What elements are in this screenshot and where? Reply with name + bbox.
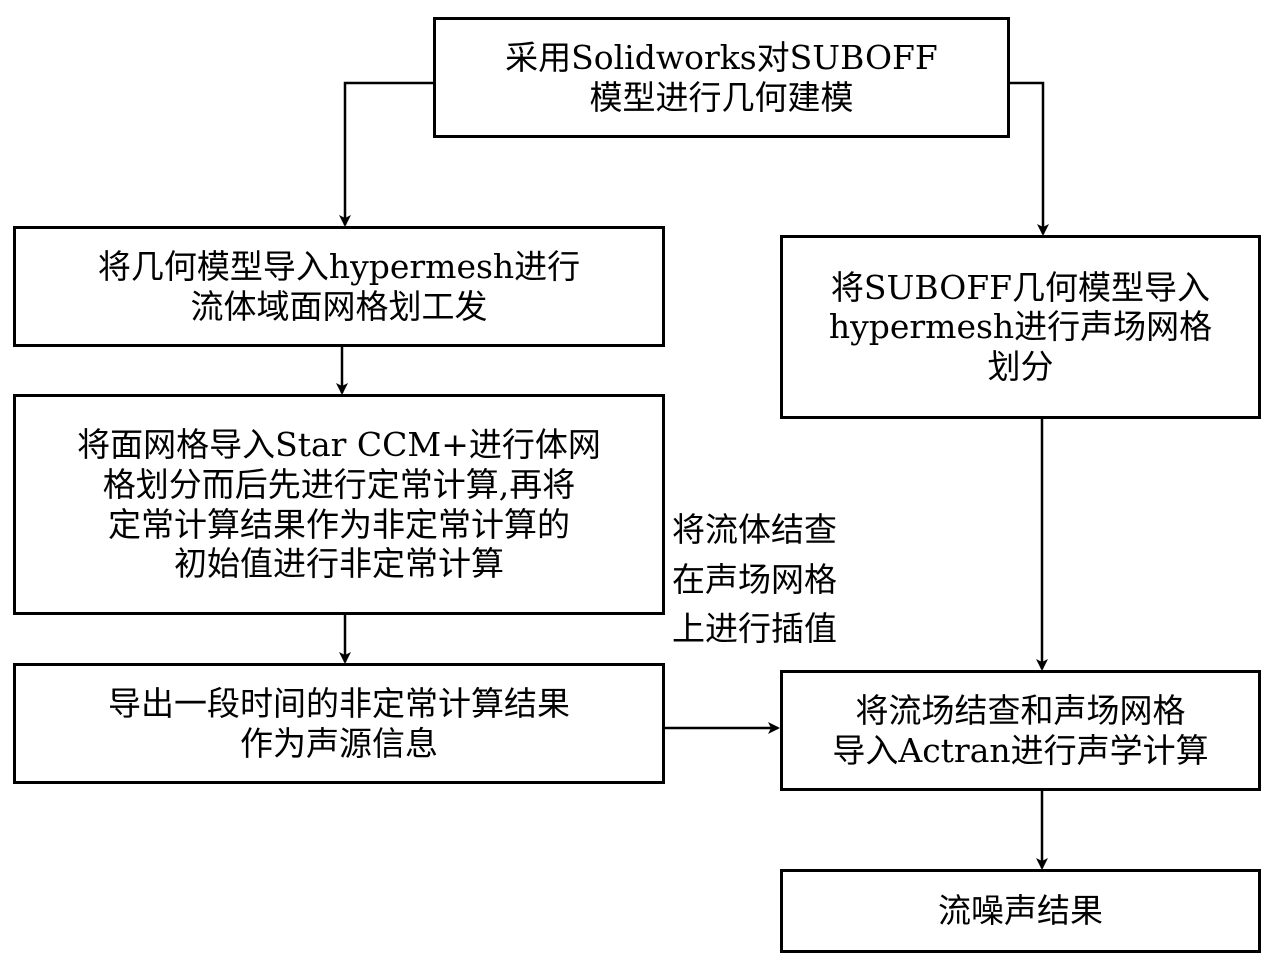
node-export-source: 导出一段时间的非定常计算结果 作为声源信息 xyxy=(13,663,665,784)
node-volume-mesh-calculation-text: 将面网格导入Star CCM+进行体网 格划分而后先进行定常计算,再将 定常计算… xyxy=(77,425,601,584)
node-surface-mesh-text: 将几何模型导入hypermesh进行 流体域面网格划工发 xyxy=(97,246,581,326)
arrow-top-to-left1 xyxy=(339,81,434,227)
node-actran-calculation: 将流场结查和声场网格 导入Actran进行声学计算 xyxy=(780,670,1261,791)
node-acoustic-mesh-text: 将SUBOFF几何模型导入 hypermesh进行声场网格 划分 xyxy=(828,267,1213,386)
interpolation-annotation: 将流体结查 在声场网格 上进行插值 xyxy=(672,510,837,648)
node-surface-mesh: 将几何模型导入hypermesh进行 流体域面网格划工发 xyxy=(13,226,665,347)
node-flow-noise-result-text: 流噪声结果 xyxy=(938,891,1103,931)
arrow-top-to-right1 xyxy=(1009,81,1049,236)
node-volume-mesh-calculation: 将面网格导入Star CCM+进行体网 格划分而后先进行定常计算,再将 定常计算… xyxy=(13,394,665,615)
node-flow-noise-result: 流噪声结果 xyxy=(780,869,1261,953)
node-actran-calculation-text: 将流场结查和声场网格 导入Actran进行声学计算 xyxy=(832,690,1209,770)
node-geometry-modeling-text: 采用Solidworks对SUBOFF 模型进行几何建模 xyxy=(505,37,938,117)
node-export-source-text: 导出一段时间的非定常计算结果 作为声源信息 xyxy=(108,683,570,763)
node-geometry-modeling: 采用Solidworks对SUBOFF 模型进行几何建模 xyxy=(433,17,1010,138)
node-acoustic-mesh: 将SUBOFF几何模型导入 hypermesh进行声场网格 划分 xyxy=(780,235,1261,419)
